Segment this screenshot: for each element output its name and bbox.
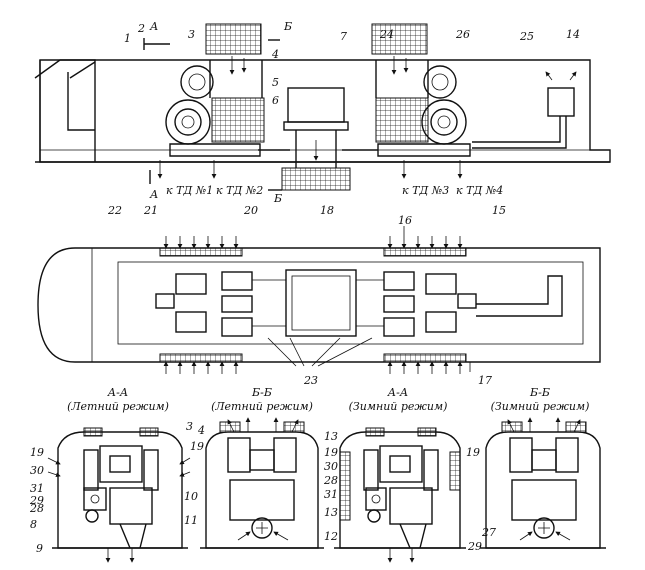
section-letter-a-bottom: А <box>149 188 158 201</box>
callout-30-sec1: 30 <box>30 464 44 477</box>
callout-6: 6 <box>272 94 279 107</box>
callout-16: 16 <box>398 214 412 227</box>
callout-29-sec1: 29 <box>29 494 44 507</box>
callout-5: 5 <box>272 76 279 89</box>
callout-29-sec3: 29 <box>467 540 482 553</box>
callout-26: 26 <box>455 28 470 41</box>
section-4-title: Б-Б <box>529 386 550 399</box>
section-3-mode: (Зимний режим) <box>349 400 448 413</box>
callout-3: 3 <box>188 28 195 41</box>
callout-13-sec3b: 13 <box>324 506 338 519</box>
section-letter-b-bottom: Б <box>273 192 282 205</box>
callout-19-sec3r: 19 <box>466 446 480 459</box>
section-1-title: А-А <box>107 386 128 399</box>
section-bb-summer <box>200 417 324 549</box>
callout-8: 8 <box>30 518 37 531</box>
callout-4: 4 <box>271 48 279 61</box>
callout-31-sec1: 31 <box>30 482 44 495</box>
callout-28-sec3: 28 <box>323 474 338 487</box>
callout-9: 9 <box>36 542 43 555</box>
callout-19-sec3l: 19 <box>324 446 338 459</box>
callout-23: 23 <box>303 374 318 387</box>
callout-19-sec1l: 19 <box>30 446 44 459</box>
callout-27: 27 <box>481 526 496 539</box>
callout-7: 7 <box>340 30 347 43</box>
callout-24: 24 <box>379 28 394 41</box>
side-view <box>34 23 611 191</box>
callout-18: 18 <box>320 204 334 217</box>
callout-11: 11 <box>184 514 198 527</box>
motor-label-td3: к ТД №3 <box>402 184 449 197</box>
callout-31-sec3: 31 <box>324 488 338 501</box>
callout-21: 21 <box>143 204 158 217</box>
callout-14: 14 <box>566 28 580 41</box>
callout-15: 15 <box>492 204 506 217</box>
callout-28-sec1: 28 <box>29 502 44 515</box>
section-aa-summer <box>47 427 191 563</box>
section-2-title: Б-Б <box>251 386 272 399</box>
section-letter-a-top: А <box>149 20 158 33</box>
section-aa-winter <box>334 427 466 563</box>
callout-1: 1 <box>124 32 131 45</box>
section-bb-winter <box>480 417 606 549</box>
motor-label-td2: к ТД №2 <box>216 184 263 197</box>
callout-22: 22 <box>107 204 122 217</box>
callout-4-sec: 4 <box>197 424 205 437</box>
callout-19-sec1r: 19 <box>190 440 204 453</box>
callout-13-sec3a: 13 <box>324 430 338 443</box>
callout-12: 12 <box>324 530 338 543</box>
section-4-mode: (Зимний режим) <box>491 400 590 413</box>
plan-view <box>37 226 601 374</box>
callout-17: 17 <box>478 374 492 387</box>
section-2-mode: (Летний режим) <box>211 400 313 413</box>
section-letter-b-top: Б <box>283 20 292 33</box>
motor-label-td1: к ТД №1 <box>166 184 213 197</box>
motor-label-td4: к ТД №4 <box>456 184 503 197</box>
callout-2: 2 <box>137 22 145 35</box>
callout-10: 10 <box>184 490 198 503</box>
callout-20: 20 <box>243 204 258 217</box>
callout-30-sec3: 30 <box>324 460 338 473</box>
callout-25: 25 <box>519 30 534 43</box>
plan-intake-arrows <box>163 236 463 374</box>
callout-3-sec: 3 <box>186 420 193 433</box>
section-3-title: А-А <box>387 386 408 399</box>
section-1-mode: (Летний режим) <box>67 400 169 413</box>
